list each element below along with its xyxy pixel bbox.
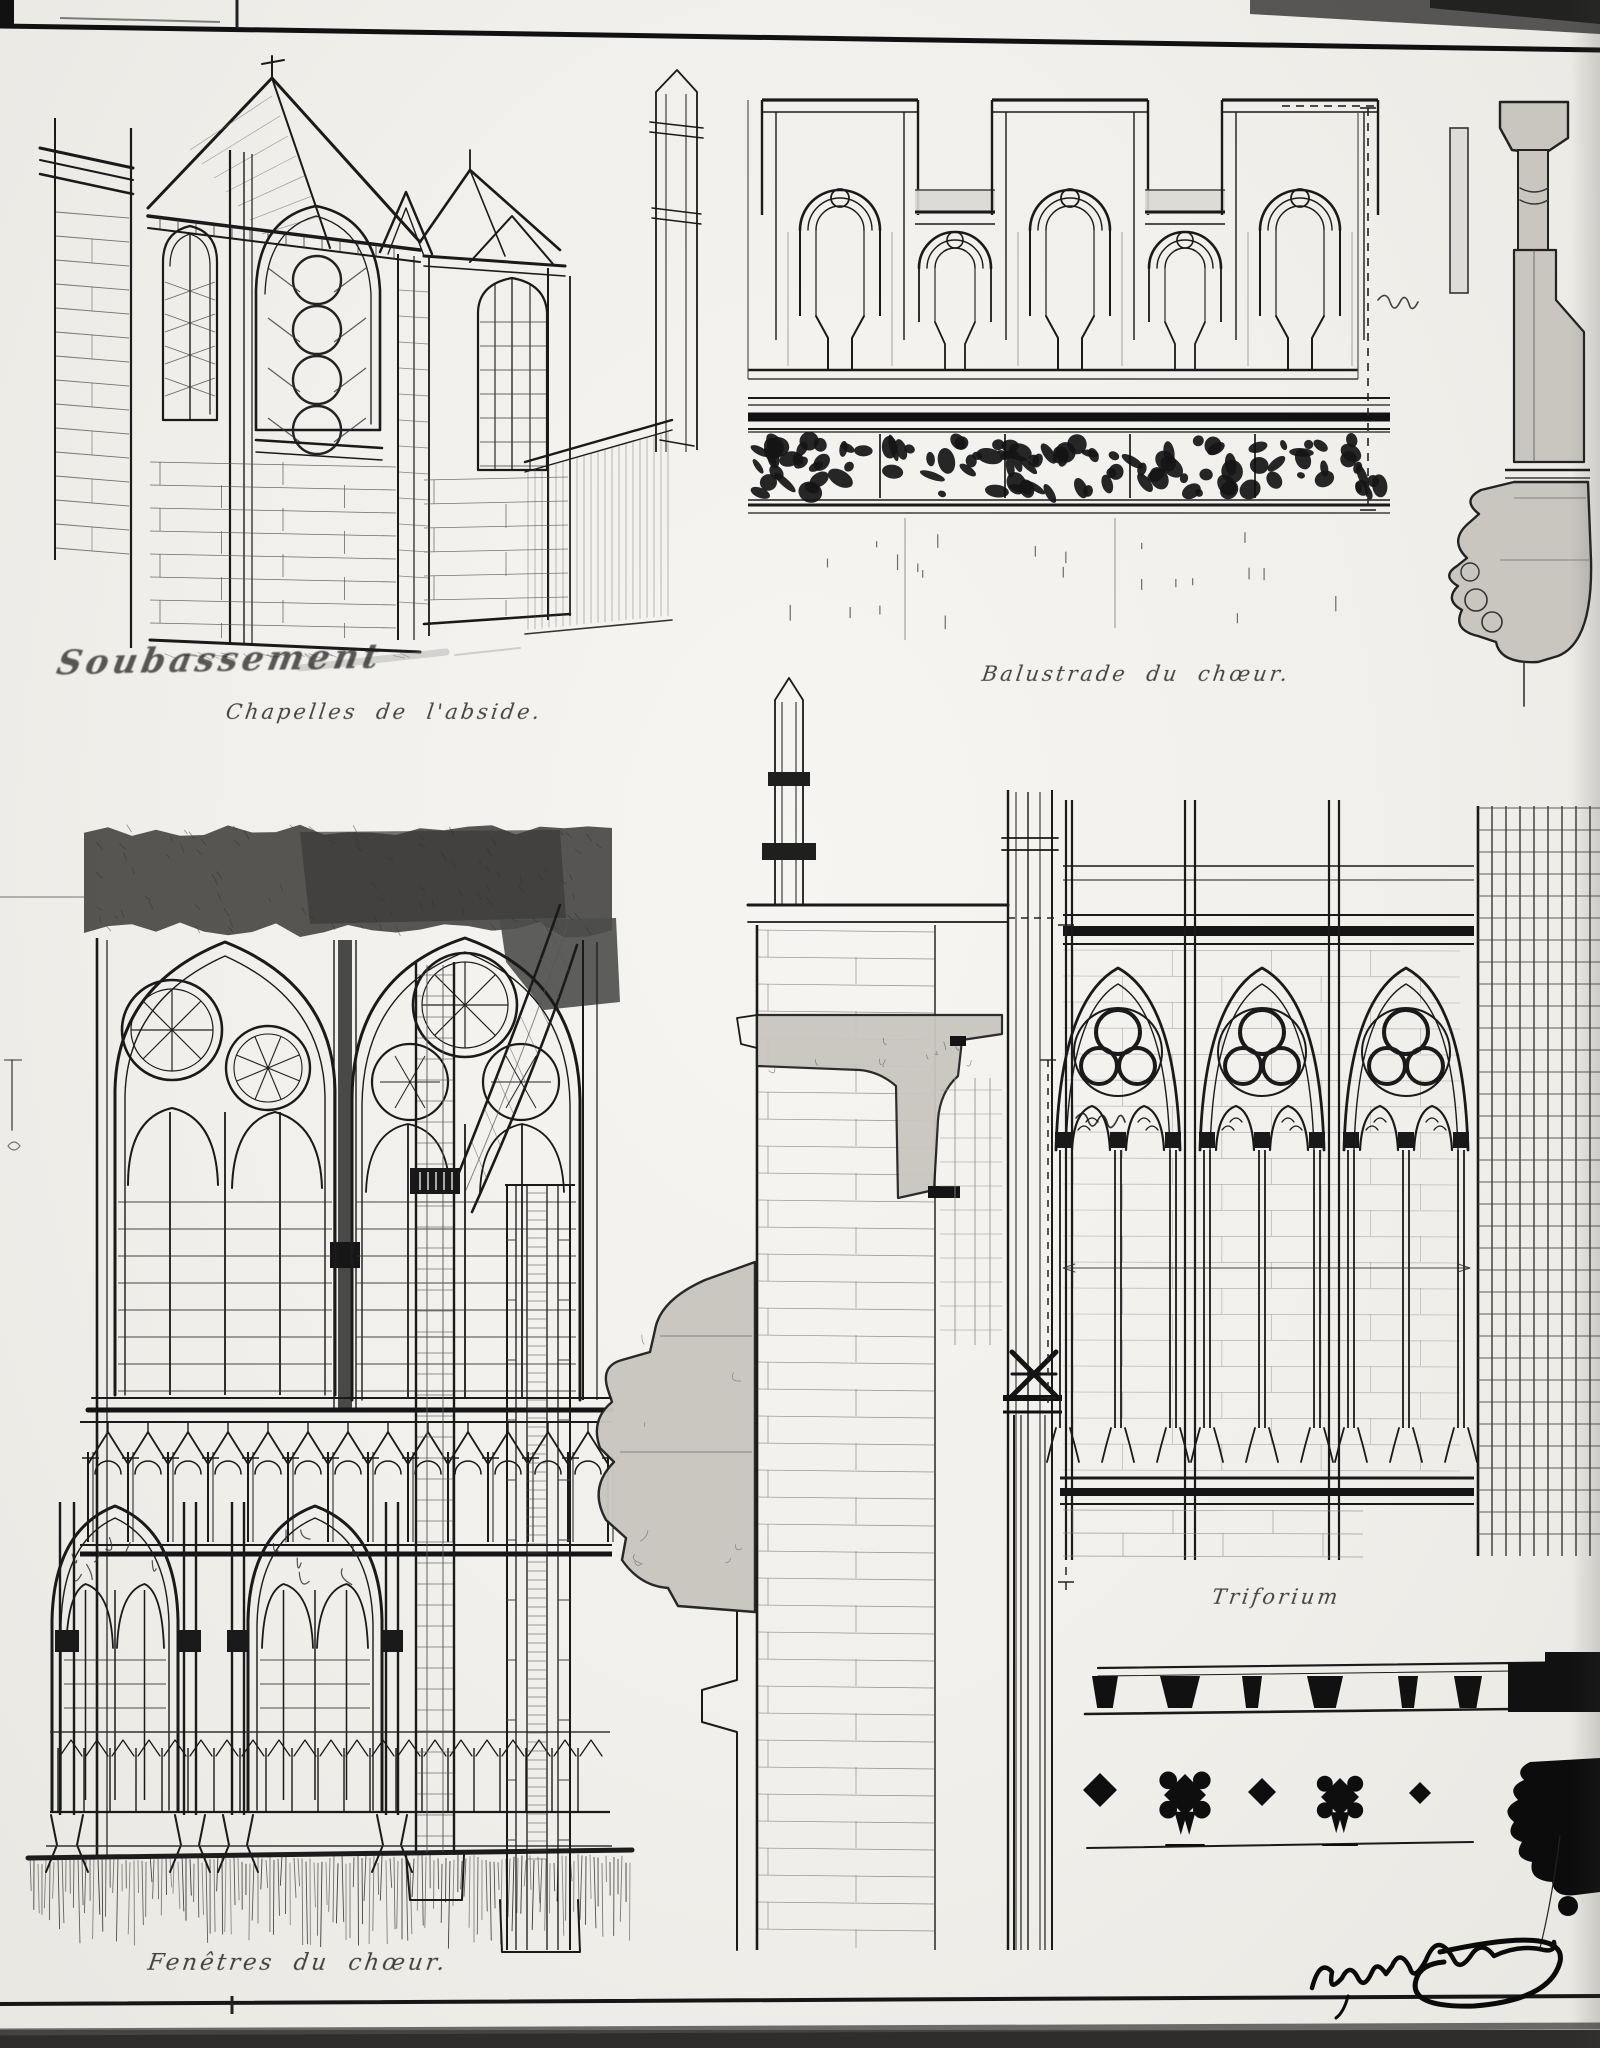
apse-chapels-drawing <box>38 55 704 672</box>
nave-window-drawing <box>0 824 635 1953</box>
buttress-section-drawing <box>595 677 1126 1951</box>
caption-triforium: Triforium <box>1210 1585 1343 1609</box>
caption-balustrade: Balustrade du chœur. <box>980 662 1292 686</box>
caption-apse-main: Soubassement <box>53 636 387 684</box>
molding-profile-drawing <box>1448 100 1593 707</box>
caption-nave: Fenêtres du chœur. <box>146 1950 450 1976</box>
triforium-drawing <box>1040 800 1600 1560</box>
balustrade-drawing <box>747 98 1419 640</box>
corbel-frieze-drawing <box>1083 1652 1600 1949</box>
artist-signature <box>1309 1937 1563 2020</box>
scan-edge-shade <box>1570 0 1600 2048</box>
caption-apse-sub: Chapelles de l'abside. <box>224 700 545 724</box>
